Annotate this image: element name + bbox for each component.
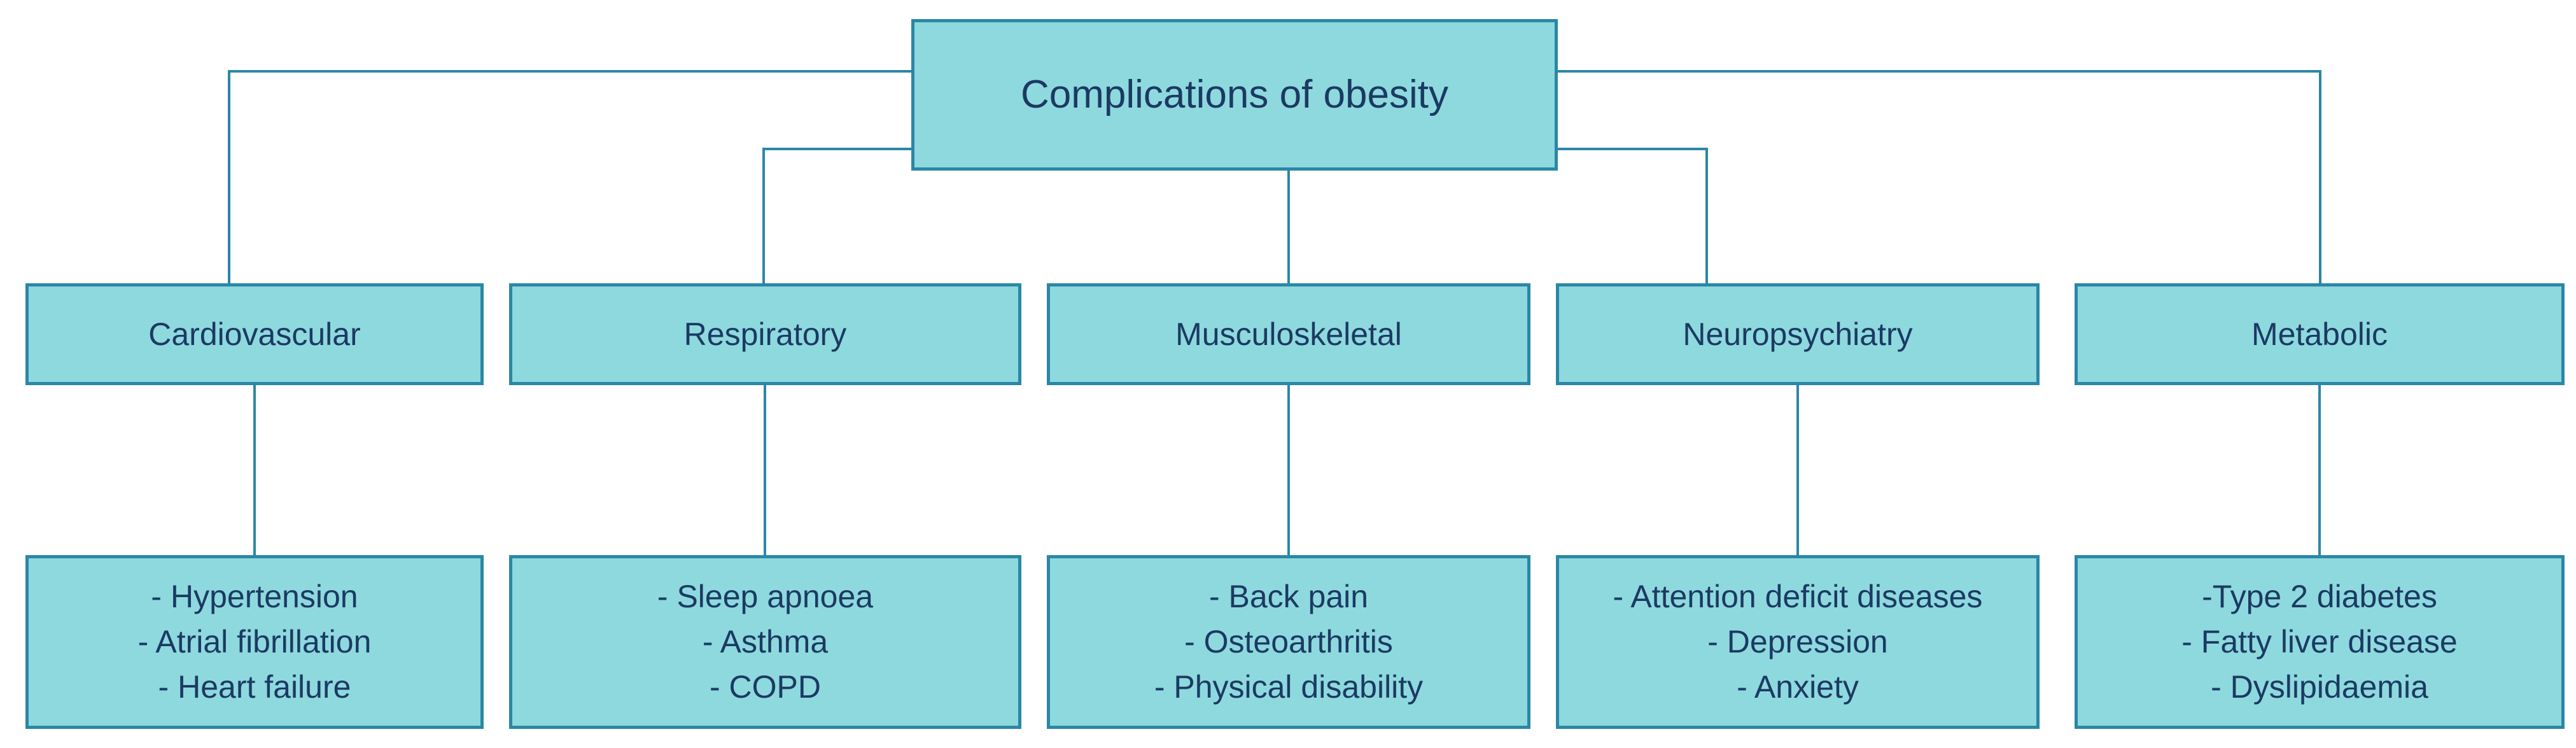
- category-node-label: Respiratory: [683, 316, 847, 352]
- list-item: -Type 2 diabetes: [2202, 579, 2437, 614]
- connector-root-to-neuropsychiatry-horizontal: [1555, 148, 1708, 150]
- connector-cardiovascular-to-items: [253, 385, 256, 558]
- items-list: - Sleep apnoea - Asthma - COPD: [512, 574, 1018, 710]
- list-item: - Heart failure: [158, 669, 351, 705]
- category-node-musculoskeletal: Musculoskeletal: [1047, 283, 1530, 385]
- items-list: - Attention deficit diseases - Depressio…: [1559, 574, 2036, 710]
- root-node-label: Complications of obesity: [1021, 72, 1448, 116]
- connector-root-to-neuropsychiatry-vertical: [1705, 148, 1708, 286]
- list-item: - Back pain: [1208, 579, 1369, 614]
- category-node-label: Cardiovascular: [148, 316, 361, 352]
- connector-root-to-metabolic-horizontal: [1555, 70, 2321, 73]
- connector-root-to-cardiovascular-vertical: [228, 70, 230, 286]
- category-node-metabolic: Metabolic: [2075, 283, 2565, 385]
- category-node-neuropsychiatry: Neuropsychiatry: [1556, 283, 2040, 385]
- items-list: -Type 2 diabetes - Fatty liver disease -…: [2078, 574, 2561, 710]
- connector-root-to-respiratory-horizontal: [762, 148, 914, 150]
- list-item: - Physical disability: [1154, 669, 1424, 705]
- items-node-respiratory: - Sleep apnoea - Asthma - COPD: [509, 555, 1021, 729]
- items-node-musculoskeletal: - Back pain - Osteoarthritis - Physical …: [1047, 555, 1530, 729]
- list-item: - Atrial fibrillation: [137, 624, 372, 660]
- list-item: - Depression: [1707, 624, 1888, 660]
- category-node-label: Neuropsychiatry: [1683, 316, 1913, 352]
- connector-root-to-metabolic-vertical: [2319, 70, 2321, 286]
- list-item: - Attention deficit diseases: [1613, 579, 1983, 614]
- connector-metabolic-to-items: [2318, 385, 2321, 558]
- connector-musculoskeletal-to-items: [1287, 385, 1290, 558]
- items-node-cardiovascular: - Hypertension - Atrial fibrillation - H…: [25, 555, 484, 729]
- list-item: - COPD: [710, 669, 821, 705]
- connector-neuropsychiatry-to-items: [1796, 385, 1799, 558]
- category-node-cardiovascular: Cardiovascular: [25, 283, 484, 385]
- list-item: - Asthma: [702, 624, 829, 660]
- connector-root-to-musculoskeletal-vertical: [1287, 168, 1290, 286]
- list-item: - Dyslipidaemia: [2211, 669, 2428, 705]
- connector-root-to-cardiovascular-horizontal: [228, 70, 914, 73]
- list-item: - Hypertension: [151, 579, 358, 614]
- category-node-respiratory: Respiratory: [509, 283, 1021, 385]
- category-node-label: Musculoskeletal: [1175, 316, 1402, 352]
- items-node-metabolic: -Type 2 diabetes - Fatty liver disease -…: [2075, 555, 2565, 729]
- list-item: - Osteoarthritis: [1184, 624, 1393, 660]
- items-node-neuropsychiatry: - Attention deficit diseases - Depressio…: [1556, 555, 2040, 729]
- items-list: - Back pain - Osteoarthritis - Physical …: [1050, 574, 1527, 710]
- connector-respiratory-to-items: [764, 385, 766, 558]
- list-item: - Fatty liver disease: [2181, 624, 2458, 660]
- list-item: - Anxiety: [1737, 669, 1859, 705]
- list-item: - Sleep apnoea: [657, 579, 874, 614]
- items-list: - Hypertension - Atrial fibrillation - H…: [29, 574, 480, 710]
- root-node-complications-of-obesity: Complications of obesity: [911, 19, 1558, 171]
- connector-root-to-respiratory-vertical: [762, 148, 765, 286]
- category-node-label: Metabolic: [2251, 316, 2388, 352]
